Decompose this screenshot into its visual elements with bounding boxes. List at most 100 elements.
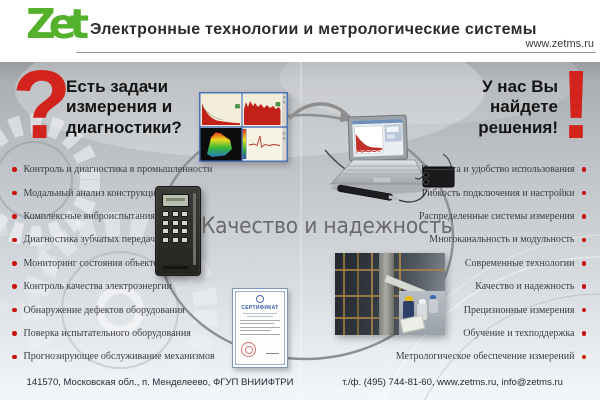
scaffold-pole xyxy=(371,253,373,335)
bullet-icon xyxy=(581,261,586,266)
list-item: Диагностика зубчатых передач xyxy=(12,228,215,251)
device-connector-slot xyxy=(163,266,188,269)
footer-contacts: т./ф. (495) 744-81-60, www.zetms.ru, inf… xyxy=(342,377,563,388)
list-item: Прогнозирующее обслуживание механизмов xyxy=(12,345,215,368)
website-link[interactable]: www.zetms.ru xyxy=(525,38,594,50)
construction-photo-image xyxy=(335,253,445,335)
item-label: Прогнозирующее обслуживание механизмов xyxy=(23,351,215,363)
bullet-icon xyxy=(12,237,17,243)
bullet-icon xyxy=(581,354,586,360)
bullet-icon xyxy=(12,261,17,266)
list-item: Простота и удобство использования xyxy=(421,158,586,181)
item-label: Современные технологии xyxy=(464,257,575,269)
certificate-image: СЕРТИФИКАТ xyxy=(232,288,288,368)
bullet-icon xyxy=(581,307,586,313)
list-item: Мониторинг состояния объектов xyxy=(12,252,215,275)
exclamation-mark: ! xyxy=(560,50,593,159)
item-label: Модальный анализ конструкций xyxy=(23,187,162,199)
bullet-icon xyxy=(12,214,17,219)
footer-address: 141570, Московская обл., п. Менделеево, … xyxy=(26,377,294,388)
list-item: Современные технологии xyxy=(465,252,586,275)
worker-figure xyxy=(403,301,414,320)
list-item: Комплексные виброиспытания xyxy=(12,205,215,228)
device-side-rail xyxy=(193,193,196,265)
item-label: Простота и удобство использования xyxy=(420,164,575,176)
item-label: Контроль и диагностика в промышленности xyxy=(23,164,213,176)
left-heading: Есть задачи измерения и диагностики? xyxy=(66,77,182,137)
item-label: Гибкость подключения и настройки xyxy=(421,187,575,199)
bullet-icon xyxy=(12,190,17,196)
certificate-line xyxy=(243,313,277,314)
blue-helmet-icon xyxy=(430,295,436,299)
worker-figure xyxy=(429,299,438,313)
bullet-icon xyxy=(581,190,586,196)
certificate-page: СЕРТИФИКАТ xyxy=(235,291,285,365)
certificate-line xyxy=(246,316,274,317)
list-item: Поверка испытательного оборудования xyxy=(12,322,215,345)
item-label: Контроль качества электроэнергии xyxy=(23,281,173,293)
item-label: Качество и надежность xyxy=(475,281,575,293)
white-helmet-icon xyxy=(419,299,426,304)
item-label: Обнаружение дефектов оборудования xyxy=(23,304,185,316)
certificate-line xyxy=(240,326,280,328)
device-keypad xyxy=(162,211,189,243)
list-item: Прецизионные измерения xyxy=(464,298,586,321)
item-label: Обучение и техподдержка xyxy=(463,327,575,339)
list-item: Контроль качества электроэнергии xyxy=(12,275,215,298)
certificate-line xyxy=(240,330,270,332)
bullet-icon xyxy=(581,214,586,219)
blueprint-sheet xyxy=(399,314,426,334)
signature-line xyxy=(266,353,279,354)
item-label: Распределенные системы измерения xyxy=(418,210,575,222)
item-label: Комплексные виброиспытания xyxy=(23,210,155,222)
yellow-helmet-icon xyxy=(405,296,413,301)
right-heading: У нас Вы найдете решения! xyxy=(478,77,558,137)
bullet-icon xyxy=(581,237,586,243)
solutions-list: Простота и удобство использования Гибкос… xyxy=(396,158,586,369)
stamp-icon xyxy=(241,342,256,357)
laptop-measurement-setup-image xyxy=(324,114,455,203)
software-screenshot-image xyxy=(199,92,288,162)
item-label: Метрологическое обеспечение измерений xyxy=(395,351,575,363)
item-label: Поверка испытательного оборудования xyxy=(23,327,191,339)
bullet-icon xyxy=(12,284,17,289)
bullet-icon xyxy=(12,354,17,360)
gears-watermark-icon xyxy=(0,114,218,400)
scaffold-pole xyxy=(343,253,345,335)
bullet-icon xyxy=(581,331,586,336)
header: Zet Электронные технологии и метрологиче… xyxy=(0,0,600,62)
item-label: Многоканальность и модульность xyxy=(429,234,575,246)
worker-figure xyxy=(417,304,427,320)
list-item: Распределенные системы измерения xyxy=(419,205,586,228)
device-lcd-screen xyxy=(162,194,189,207)
list-item: Обнаружение дефектов оборудования xyxy=(12,298,215,321)
question-mark: ? xyxy=(12,50,72,159)
bullet-icon xyxy=(12,167,17,172)
item-label: Мониторинг состояния объектов xyxy=(23,257,164,269)
list-item: Метрологическое обеспечение измерений xyxy=(396,345,586,368)
item-label: Диагностика зубчатых передач xyxy=(23,234,155,246)
handheld-analyzer-image xyxy=(155,186,201,276)
list-item: Многоканальность и модульность xyxy=(429,228,586,251)
certificate-title: СЕРТИФИКАТ xyxy=(241,305,279,311)
item-label: Прецизионные измерения xyxy=(463,304,575,316)
slogan: Качество и надежность xyxy=(201,214,453,239)
list-item: Модальный анализ конструкций xyxy=(12,181,215,204)
page-title: Электронные технологии и метрологические… xyxy=(90,21,537,38)
list-item: Качество и надежность xyxy=(475,275,586,298)
bullet-icon xyxy=(12,307,17,313)
certificate-emblem-icon xyxy=(256,295,264,303)
scaffold-pole xyxy=(357,253,359,335)
problems-list: Контроль и диагностика в промышленности … xyxy=(12,158,215,369)
concrete-column xyxy=(379,253,394,335)
certificate-line xyxy=(240,333,280,335)
list-item: Контроль и диагностика в промышленности xyxy=(12,158,215,181)
header-divider xyxy=(76,52,596,53)
bullet-icon xyxy=(581,167,586,172)
certificate-line xyxy=(240,319,280,321)
bullet-icon xyxy=(12,331,17,336)
zet-logo: Zet xyxy=(26,0,89,48)
list-item: Гибкость подключения и настройки xyxy=(422,181,586,204)
bullet-icon xyxy=(581,284,586,289)
